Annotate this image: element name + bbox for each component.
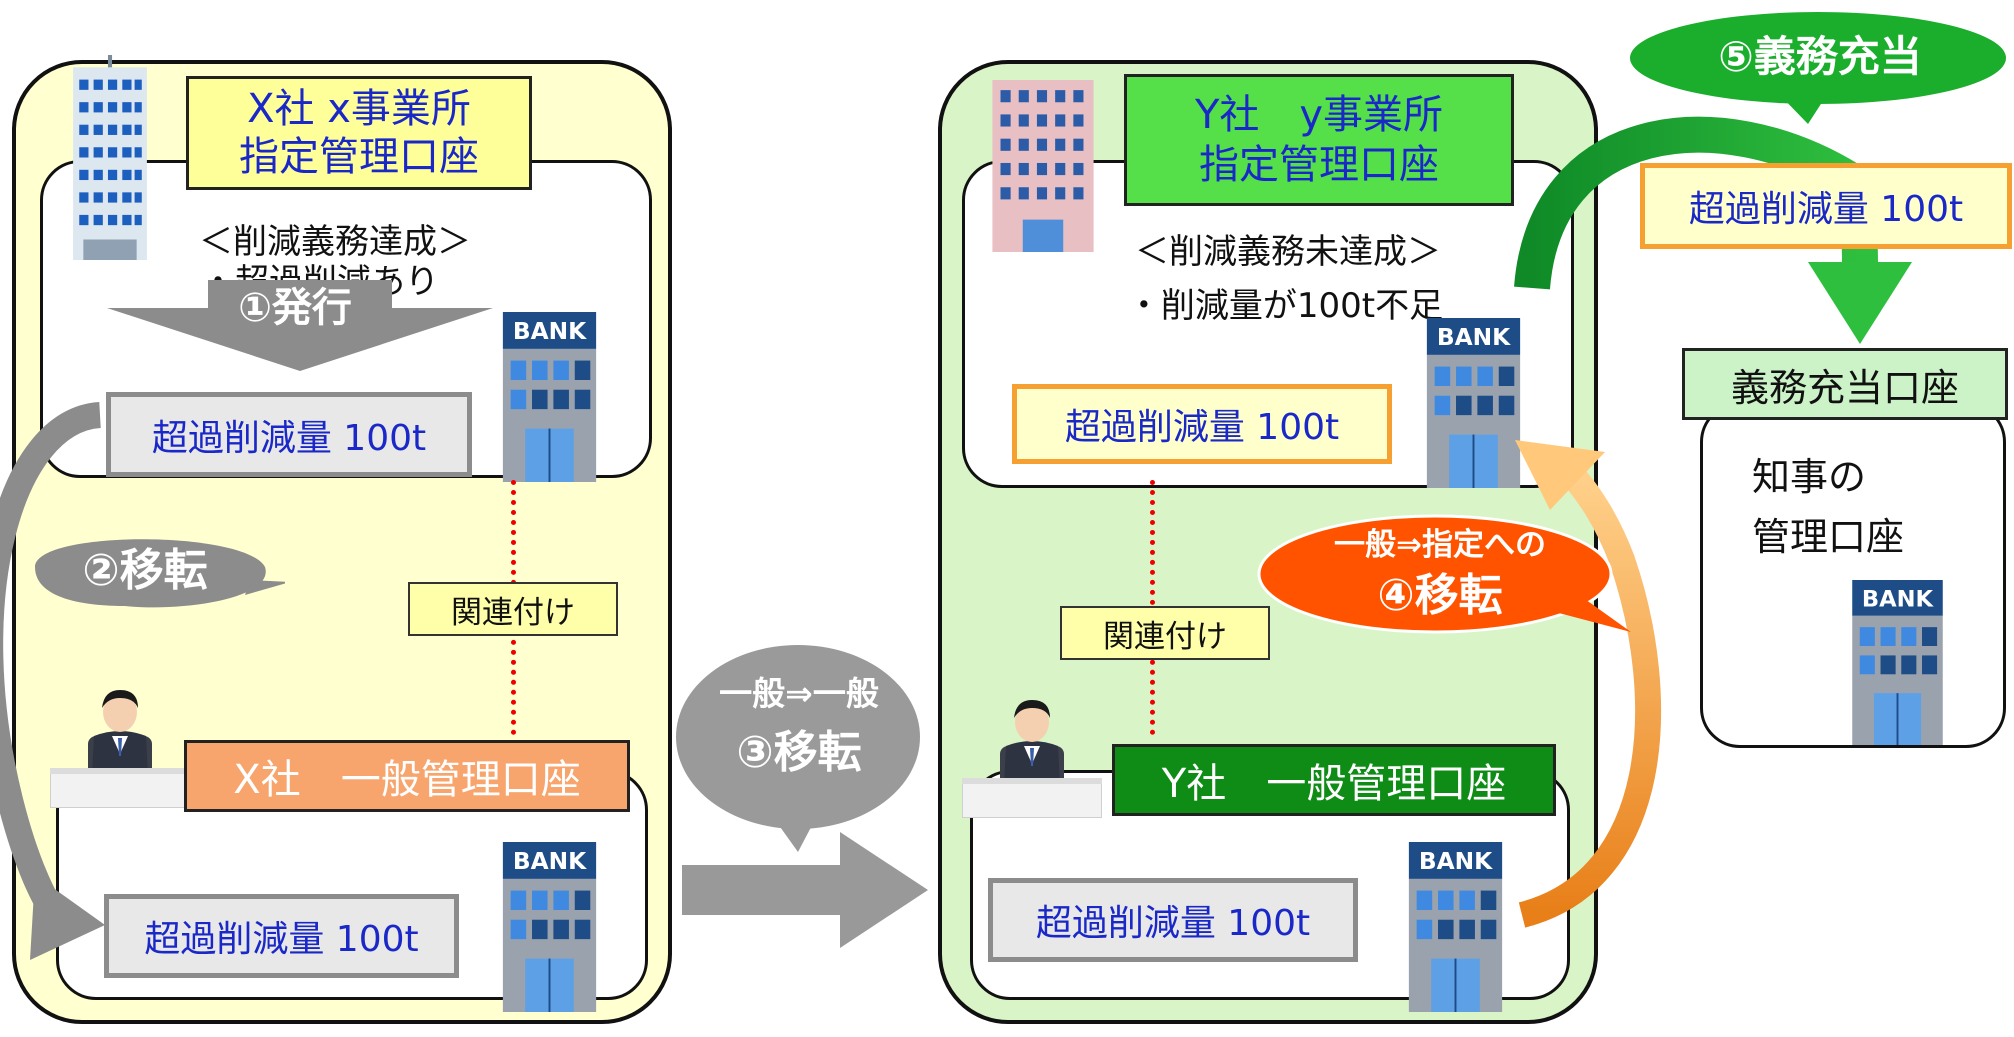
y-transfer-line1: 一般⇒指定への — [1334, 526, 1546, 563]
y-general-account-title: Y社 一般管理口座 — [1112, 744, 1556, 816]
x-issue-label: ①発行 — [238, 285, 352, 331]
x-title-line2: 指定管理口座 — [239, 134, 479, 180]
x-designated-title: X社 x事業所 指定管理口座 — [186, 76, 532, 190]
x-general-balance: 超過削減量 100t — [104, 894, 459, 978]
x-status-heading: ＜削減義務達成＞ — [199, 221, 471, 262]
y-title-line1: Y社 y事業所 — [1194, 92, 1444, 138]
governor-bank-icon — [1834, 580, 1961, 745]
allocation-label: ⑤義務充当 — [1718, 31, 1922, 81]
general-transfer-callout — [676, 645, 920, 852]
x-issue-arrow — [107, 280, 493, 371]
allocation-bubble — [1630, 12, 2006, 124]
y-transfer-callout — [1257, 514, 1631, 634]
y-general-balance: 超過削減量 100t — [988, 878, 1358, 962]
governor-line1: 知事の — [1752, 455, 1867, 499]
y-title-line2: 指定管理口座 — [1199, 142, 1439, 188]
x-transfer-bubble — [35, 539, 285, 608]
general-transfer-line2: ③移転 — [736, 727, 862, 778]
obligation-account-title: 義務充当口座 — [1682, 348, 2008, 420]
general-transfer-line1: 一般⇒一般 — [719, 674, 879, 713]
y-status-heading: ＜削減義務未達成＞ — [1135, 231, 1441, 272]
y-designated-balance: 超過削減量 100t — [1012, 384, 1392, 464]
x-transfer-label: ②移転 — [82, 545, 208, 596]
y-status-detail: ・削減量が100t不足 — [1126, 285, 1444, 326]
x-general-account-title: X社 一般管理口座 — [184, 740, 630, 812]
governor-line2: 管理口座 — [1752, 515, 1905, 559]
x-title-line1: X社 x事業所 — [247, 86, 471, 132]
general-transfer-arrow — [682, 832, 928, 948]
y-link-label: 関連付け — [1060, 606, 1270, 660]
y-transfer-line2: ④移転 — [1377, 570, 1503, 621]
obligation-balance: 超過削減量 100t — [1640, 163, 2012, 249]
x-designated-balance: 超過削減量 100t — [106, 392, 472, 477]
y-designated-title: Y社 y事業所 指定管理口座 — [1124, 74, 1514, 206]
x-link-label: 関連付け — [408, 582, 618, 636]
